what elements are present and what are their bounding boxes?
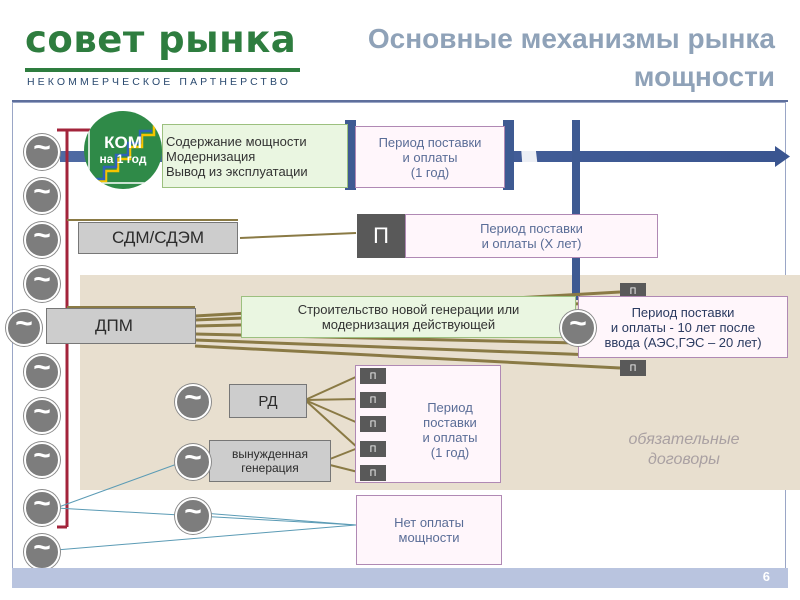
marker-kom-end — [503, 120, 514, 190]
rd-box: РД — [229, 384, 307, 418]
year-period-line2: поставки — [423, 415, 477, 430]
kom-period-box: Период поставки и оплаты (1 год) — [355, 126, 505, 188]
marker-kom-start — [345, 120, 356, 190]
logo-subtitle: НЕКОММЕРЧЕСКОЕ ПАРТНЕРСТВО — [27, 76, 291, 88]
year-period-line4: (1 год) — [430, 445, 470, 460]
dpm-period-line1: Период поставки — [631, 304, 735, 320]
year-period-line1: Период — [427, 400, 473, 415]
generator-icon: ~ — [175, 497, 211, 534]
sdm-period-box: Период поставки и оплаты (Х лет) — [405, 214, 658, 258]
no-payment-line1: Нет оплаты — [394, 515, 464, 530]
sdm-period-line2: и оплаты (Х лет) — [481, 236, 582, 251]
dpm-p-box-2: П — [620, 360, 646, 376]
rd-p-box-2: П — [360, 392, 386, 408]
kom-circle: КОМ на 1 год — [84, 111, 162, 189]
generator-icon: ~ — [24, 133, 60, 170]
generator-icon: ~ — [175, 383, 211, 420]
timeline-break — [520, 134, 540, 186]
kom-sublabel: на 1 год — [99, 152, 147, 166]
forced-p-box: П — [360, 465, 386, 481]
footer-bar — [12, 568, 788, 588]
generator-icon: ~ — [560, 309, 596, 346]
sdm-to-p — [239, 232, 357, 239]
year-period-line3: и оплаты — [422, 430, 478, 445]
sdm-period-line1: Период поставки — [480, 221, 583, 236]
dpm-p-box-1: П — [620, 283, 646, 299]
generator-icon: ~ — [175, 443, 211, 480]
kom-measure-1: Содержание мощности — [166, 133, 307, 149]
generator-icon: ~ — [6, 309, 42, 346]
page-number: 6 — [762, 569, 770, 584]
generator-icon: ~ — [24, 489, 60, 526]
page-title-line1: Основные механизмы рынка — [367, 23, 775, 54]
rd-p-box-3: П — [360, 416, 386, 432]
no-payment-line2: мощности — [398, 530, 460, 545]
generator-icon: ~ — [24, 397, 60, 434]
generator-icon: ~ — [24, 533, 60, 570]
page-title: Основные механизмы рынка мощности — [300, 20, 775, 96]
kom-step-graph — [88, 116, 158, 184]
rd-p-box-4: П — [360, 441, 386, 457]
sdm-box: СДМ/СДЭМ — [78, 222, 238, 254]
kom-period-line2: и оплаты — [402, 149, 458, 165]
obligatory-line1: обязательные — [628, 431, 740, 448]
header-rule — [12, 100, 788, 102]
kom-measure-3: Вывод из эксплуатации — [166, 163, 308, 179]
kom-period-line1: Период поставки — [378, 134, 482, 150]
logo-underline — [25, 68, 300, 72]
generator-icon: ~ — [24, 177, 60, 214]
dpm-box: ДПМ — [46, 308, 196, 344]
dpm-period-line2: и оплаты - 10 лет после — [610, 319, 756, 335]
dpm-construction-line2: модернизация действующей — [321, 317, 496, 332]
timeline-arrow — [775, 146, 790, 167]
generator-icon: ~ — [24, 441, 60, 478]
logo-title: совет рынка — [25, 18, 297, 61]
kom-period-line3: (1 год) — [410, 164, 450, 180]
forced-line1: вынужденная — [232, 447, 308, 461]
obligatory-contracts-label: обязательные договоры — [600, 430, 768, 470]
generator-icon: ~ — [24, 221, 60, 258]
kom-measures-box: Содержание мощности Модернизация Вывод и… — [162, 124, 348, 188]
no-payment-box: Нет оплаты мощности — [356, 495, 502, 565]
generator-icon: ~ — [24, 353, 60, 390]
dpm-construction-box: Строительство новой генерации или модерн… — [241, 296, 576, 338]
page-title-line2: мощности — [633, 61, 775, 92]
dpm-period-line3: ввода (АЭС,ГЭС – 20 лет) — [604, 334, 762, 350]
kom-label: КОМ — [104, 133, 142, 152]
generator-icon: ~ — [24, 265, 60, 302]
forced-generation-box: вынужденная генерация — [209, 440, 331, 482]
sdm-p-box: П — [357, 214, 405, 258]
kom-measure-2: Модернизация — [166, 148, 256, 164]
forced-contract-lines — [329, 447, 359, 473]
rd-contract-lines — [304, 375, 359, 449]
forced-line2: генерация — [241, 461, 299, 475]
dpm-period-box: Период поставки и оплаты - 10 лет после … — [578, 296, 788, 358]
obligatory-line2: договоры — [648, 451, 720, 468]
dpm-construction-line1: Строительство новой генерации или — [297, 302, 520, 317]
rd-p-box-1: П — [360, 368, 386, 384]
marker-dpm-divider — [572, 120, 580, 300]
